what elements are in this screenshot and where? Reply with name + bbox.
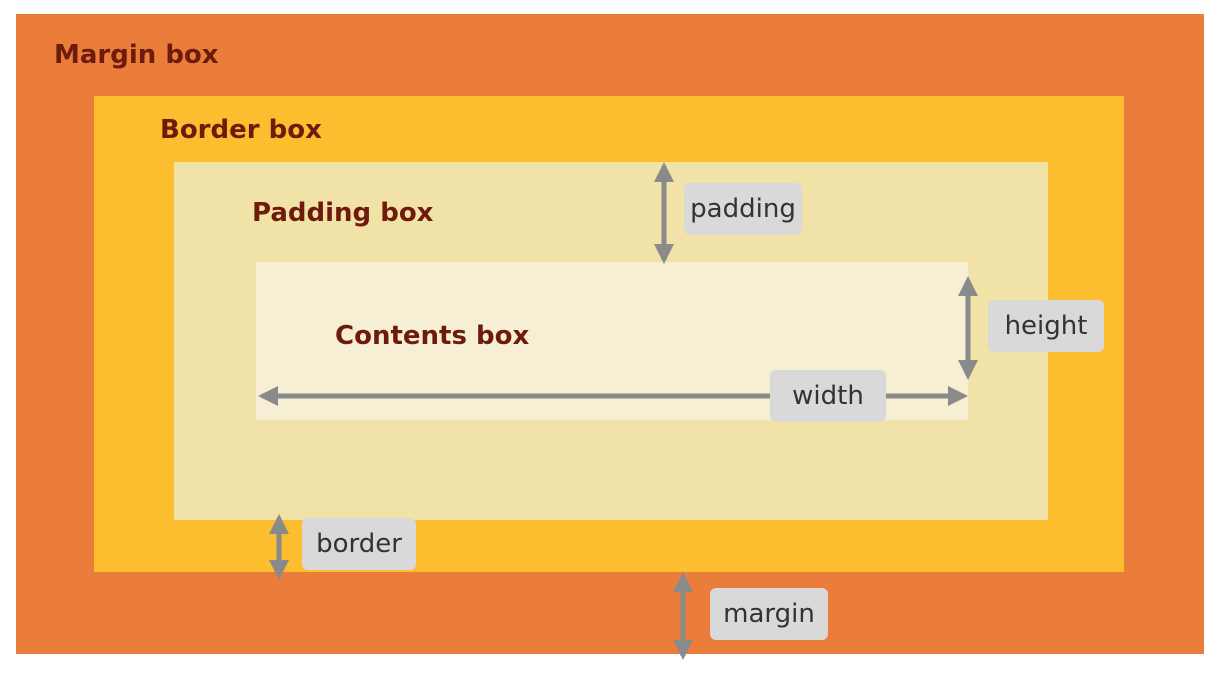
border-label: border [302, 518, 416, 570]
border-box-title: Border box [160, 115, 322, 145]
padding-label: padding [684, 183, 802, 235]
width-label: width [770, 370, 886, 422]
border-box: Border box Padding box Contents box [94, 96, 1124, 572]
padding-box-title: Padding box [252, 198, 434, 228]
contents-box-title: Contents box [335, 321, 530, 351]
margin-label: margin [710, 588, 828, 640]
height-label: height [988, 300, 1104, 352]
margin-box-title: Margin box [54, 40, 219, 70]
padding-box: Padding box Contents box [174, 162, 1048, 520]
